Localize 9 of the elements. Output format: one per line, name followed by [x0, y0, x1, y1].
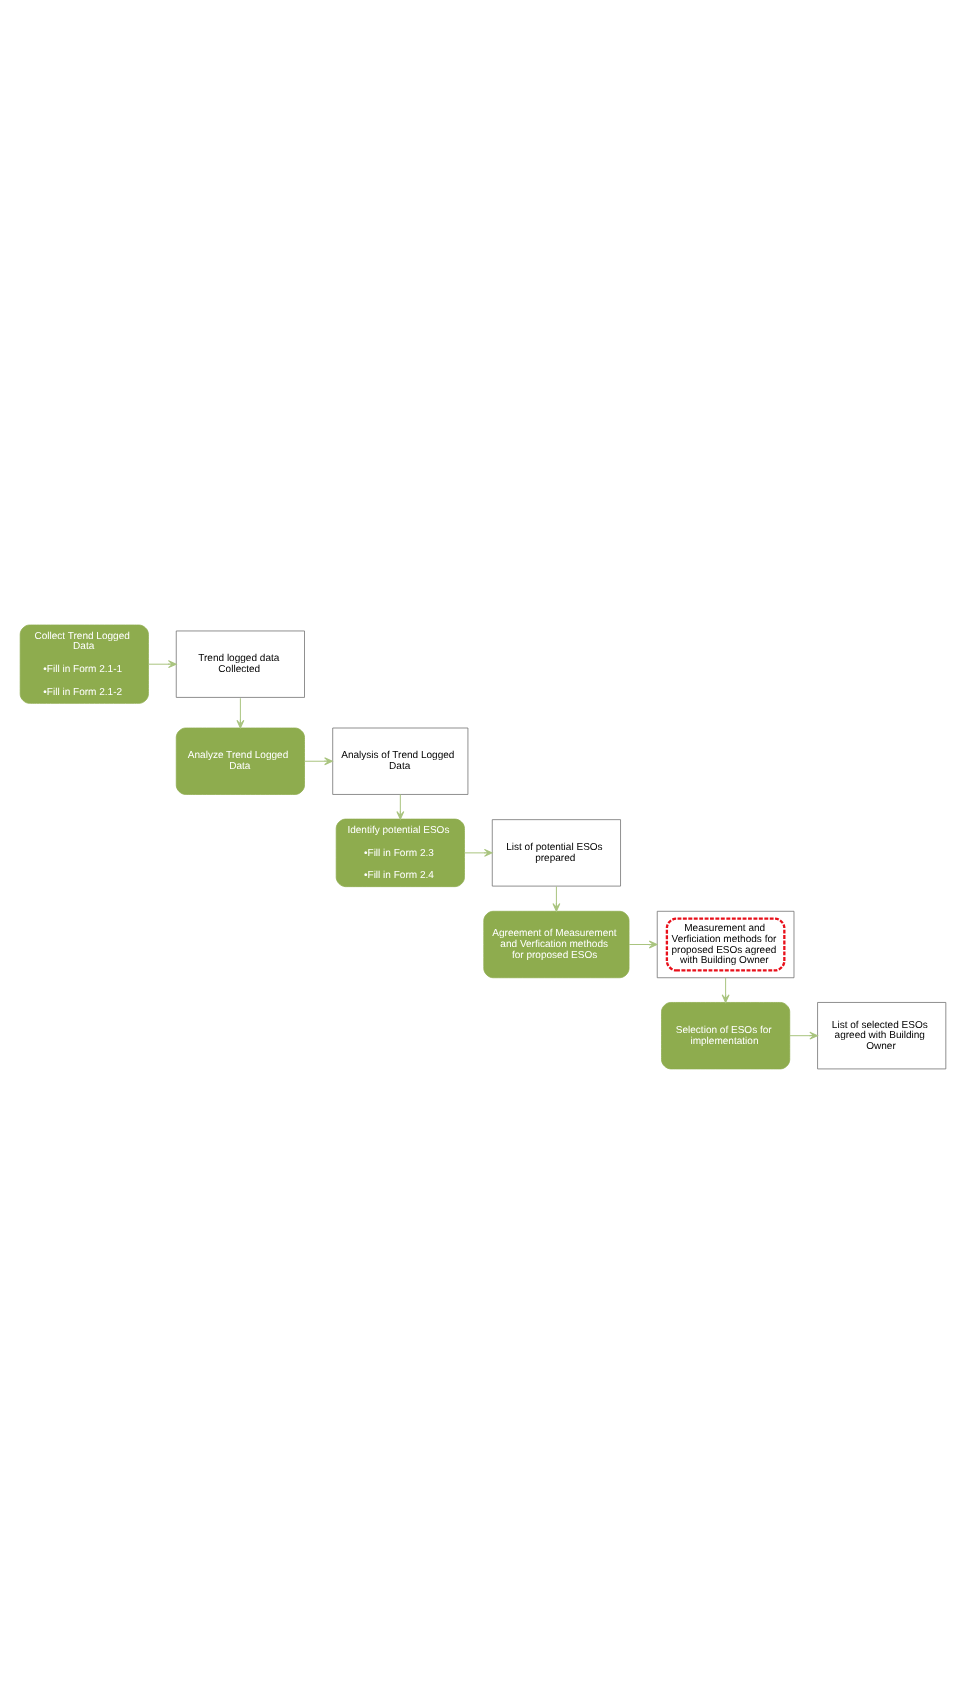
arrow: [552, 885, 561, 911]
arrow: [789, 1030, 819, 1039]
arrow: [148, 659, 177, 668]
arrow: [396, 792, 405, 819]
arrow: [464, 847, 493, 856]
arrow: [304, 756, 333, 765]
arrow: [628, 939, 658, 948]
arrow: [721, 976, 730, 1002]
arrow: [236, 696, 245, 728]
